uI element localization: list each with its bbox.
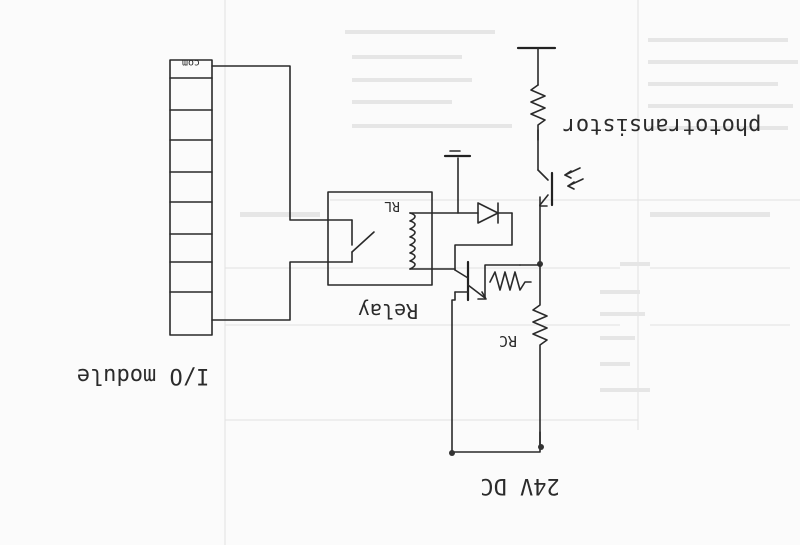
base-resistor-icon [489,271,532,291]
io-module-terminal-strip [169,59,213,336]
phototransistor-icon [537,129,584,263]
relay-coil-label: RL [384,198,400,213]
relay-box [327,191,433,286]
com-terminal-label: com [182,57,200,68]
relay-coil-icon [409,212,416,270]
rc-label: RC [499,332,517,350]
relay-label: Relay [358,299,418,323]
driver-transistor-icon [431,260,521,453]
io-to-relay-wiring [211,65,329,321]
bleed-through-background [224,0,800,545]
supply-voltage-label: 24V DC [480,473,559,498]
supply-rail-top [516,46,557,86]
pullup-resistor-icon [530,84,546,141]
rc-resistor-icon [532,264,548,446]
coil-wiring [431,150,479,214]
flyback-diode-icon [454,202,513,271]
io-module-label: I/O module [77,363,209,388]
supply-rail-bottom [449,431,544,456]
phototransistor-label: phototransistor [563,113,762,138]
